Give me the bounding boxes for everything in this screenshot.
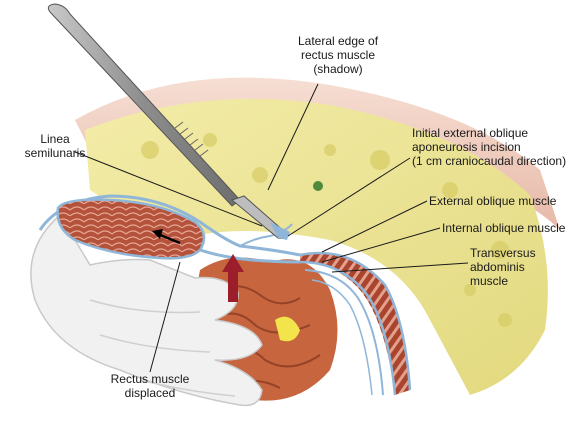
lateral-muscles (300, 253, 410, 395)
rectus-muscle (56, 198, 206, 260)
label-internal-oblique: Internal oblique muscle (442, 221, 566, 235)
label-rectus-displaced: Rectus muscle displaced (110, 372, 190, 400)
leader-lines (74, 83, 469, 373)
scalpel-grip (174, 121, 209, 157)
lift-arrow-icon (222, 254, 244, 302)
retract-arrow-icon (152, 229, 181, 245)
label-lateral-edge: Lateral edge of rectus muscle (shadow) (297, 34, 379, 76)
label-linea-semilunaris: Linea semilunaris (24, 132, 86, 160)
omentum-fat (275, 316, 300, 342)
vessel-dot (313, 181, 323, 191)
fat-lobules (141, 133, 512, 327)
label-external-oblique: External oblique muscle (429, 194, 557, 208)
label-initial-incision: Initial external oblique aponeurosis inc… (412, 126, 567, 168)
label-transversus-abdominis: Transversus abdominis muscle (470, 246, 536, 288)
scalpel-icon (47, 3, 290, 240)
glove-creases (89, 299, 236, 397)
